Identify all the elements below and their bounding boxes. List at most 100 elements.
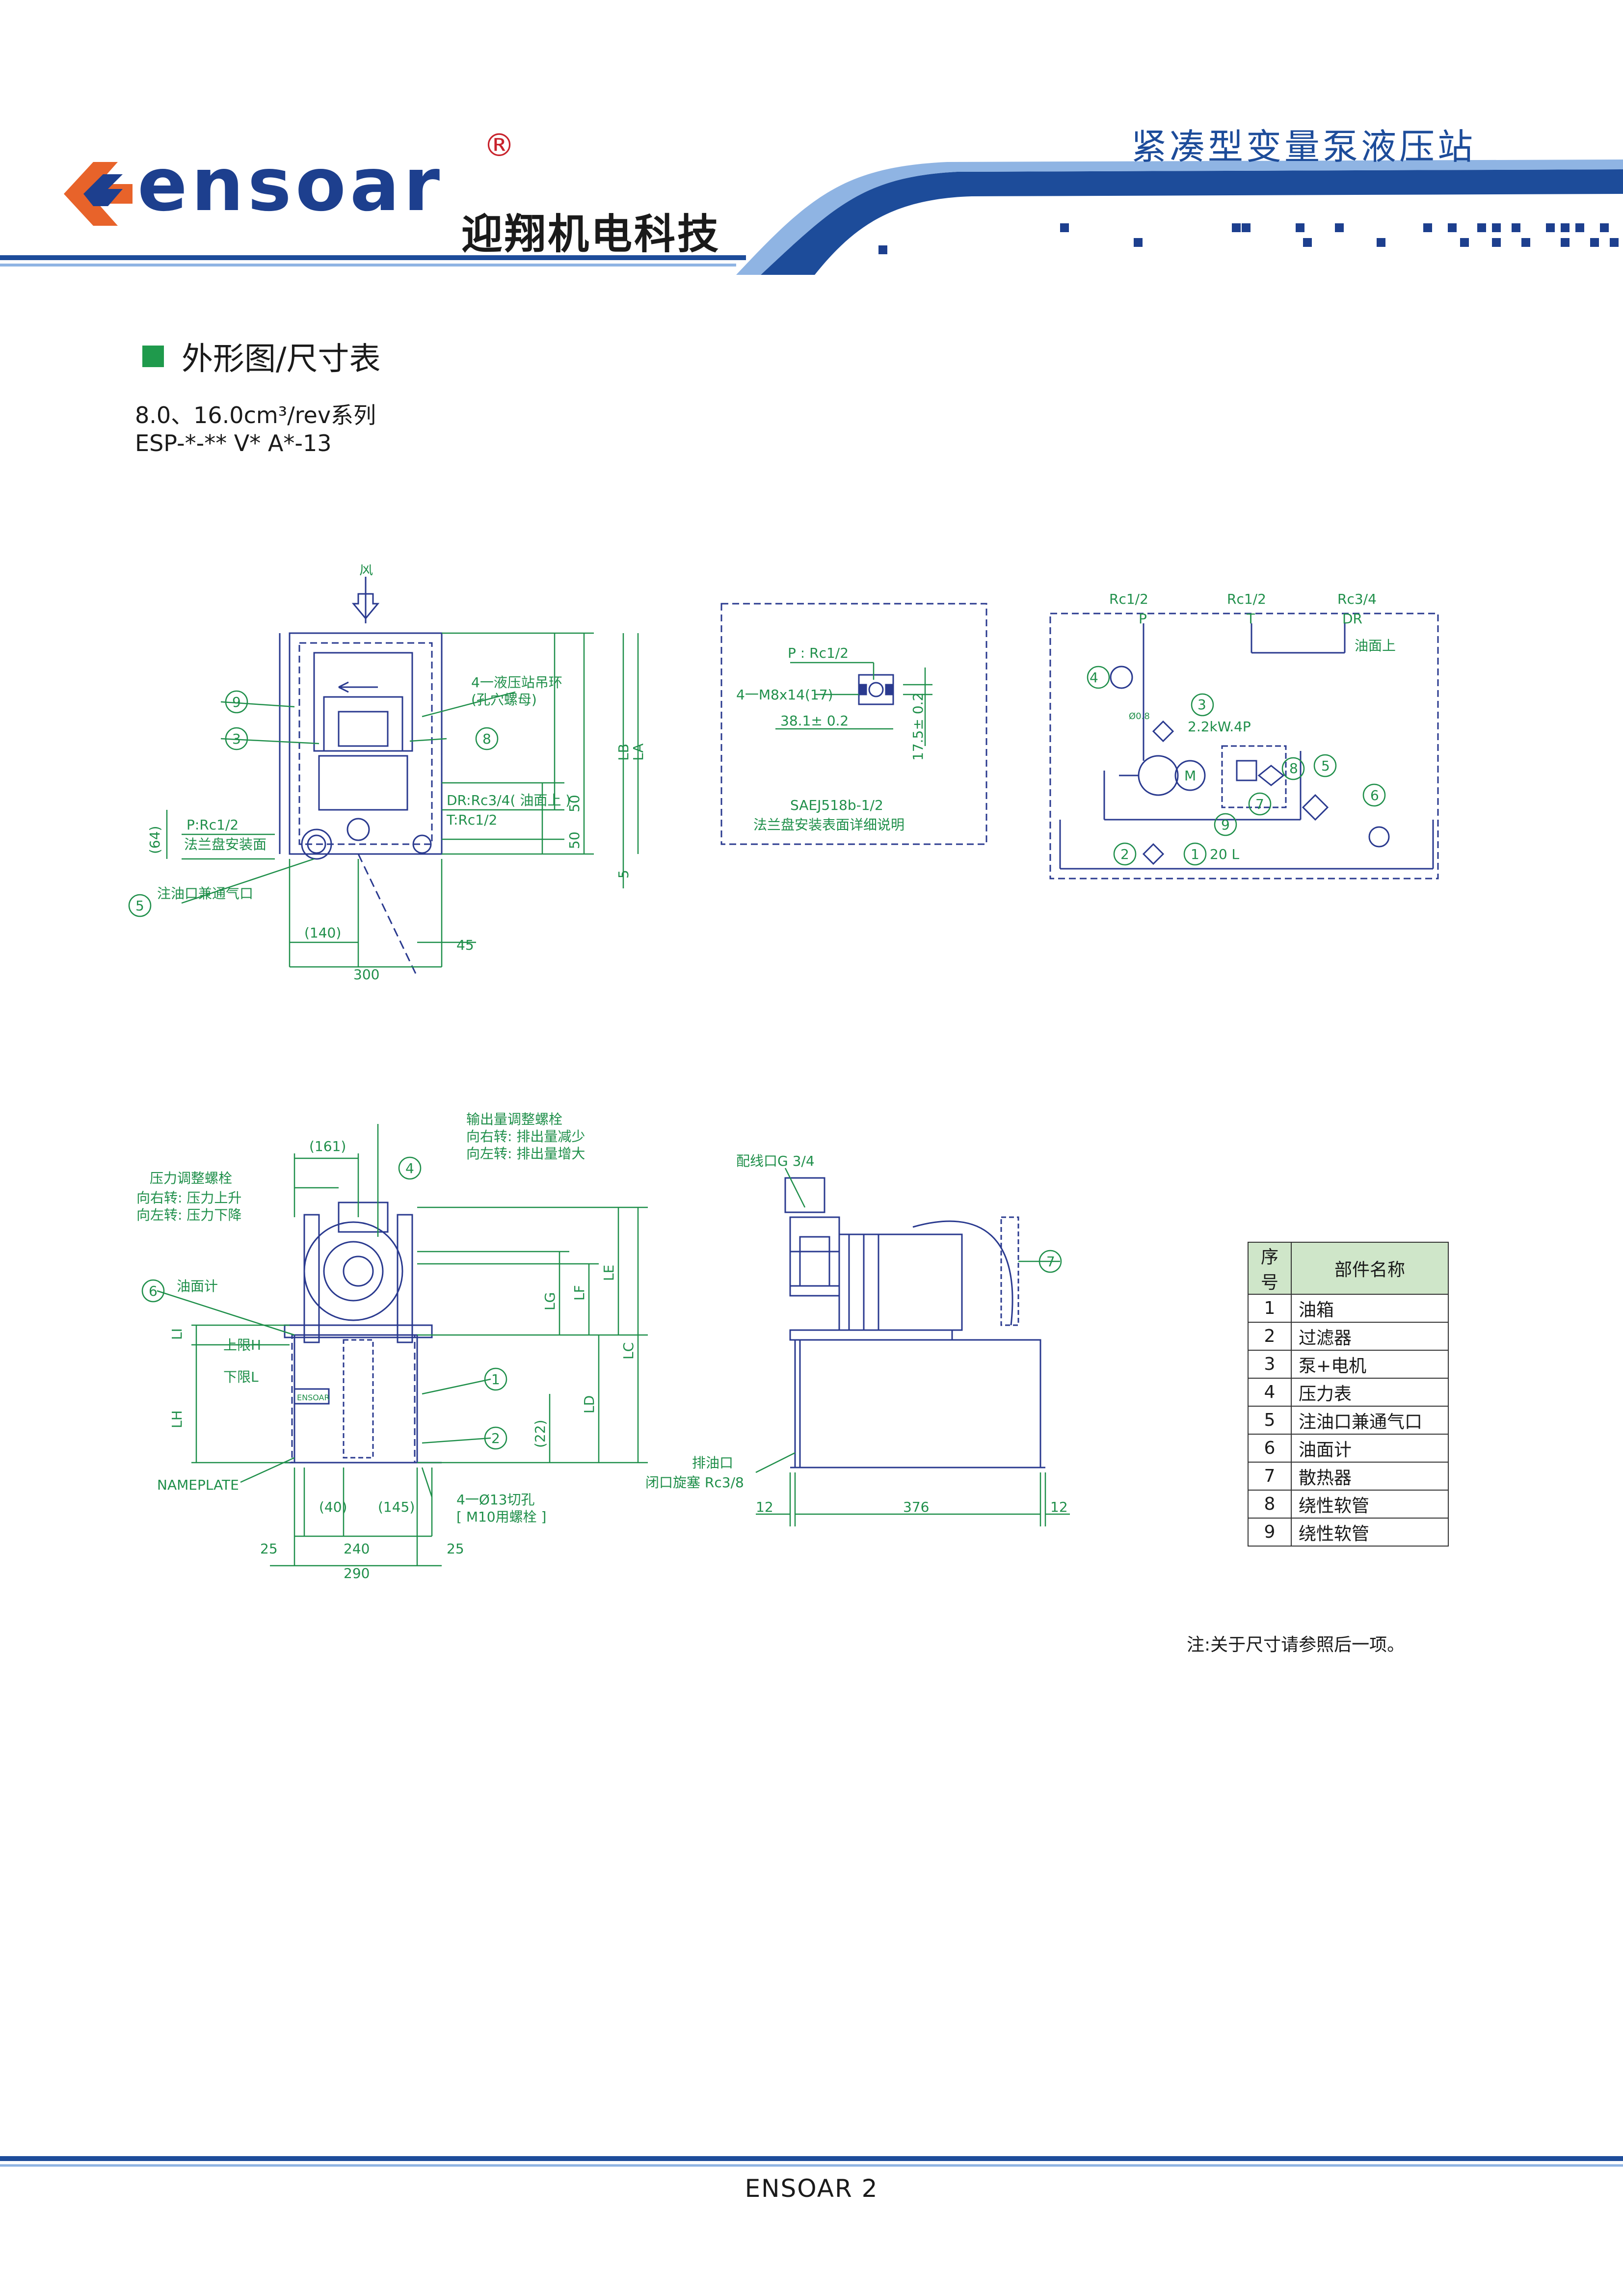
label-sae-spec: SAEJ518b-1/2: [790, 797, 883, 813]
dim-li: LI: [169, 1328, 185, 1340]
section-heading: 外形图/尺寸表: [142, 334, 381, 379]
part-no: 3: [1248, 1350, 1292, 1379]
dim-240: 240: [344, 1541, 370, 1557]
part-name: 油面计: [1291, 1434, 1449, 1463]
schem-rc12-a: Rc1/2: [1109, 591, 1148, 607]
dim-376: 376: [903, 1499, 929, 1515]
header: ensoar ® 迎翔机电科技 紧凑型变量泵液压站: [0, 0, 1623, 275]
part-no: 5: [1248, 1406, 1292, 1435]
schem-m: M: [1184, 768, 1196, 784]
dim-lh: LH: [169, 1410, 185, 1428]
part-name: 泵+电机: [1291, 1350, 1449, 1379]
label-flange-desc: 法兰盘安装表面详细说明: [753, 817, 905, 833]
parts-header-row: 序号 部件名称: [1248, 1242, 1449, 1295]
registered-mark: ®: [483, 128, 515, 164]
front-callout-4: 4: [405, 1160, 414, 1176]
schem-c3: 3: [1197, 696, 1206, 713]
front-callout-2: 2: [491, 1430, 500, 1446]
label-oil-gauge: 油面计: [177, 1278, 218, 1294]
part-name: 绕性软管: [1291, 1518, 1449, 1547]
dim-17-5: 17.5± 0.2: [910, 693, 926, 761]
model-line: ESP-*-** V* A*-13: [135, 430, 332, 456]
label-bolt-size: [ M10用螺栓 ]: [456, 1509, 546, 1525]
label-bolts: 4一M8x14(17): [736, 687, 833, 703]
dim-25a: 25: [260, 1541, 278, 1557]
label-p-port: P:Rc1/2: [186, 817, 239, 833]
label-output-ccw: 向左转: 排出量增大: [466, 1146, 585, 1162]
label-fill-port: 注油口兼通气口: [157, 885, 253, 902]
dim-lc: LC: [620, 1342, 637, 1360]
header-swoosh: [0, 160, 1623, 275]
part-name: 过滤器: [1291, 1322, 1449, 1351]
front-callout-6: 6: [149, 1283, 158, 1299]
callout-9: 9: [232, 694, 241, 710]
label-upper-limit: 上限H: [223, 1337, 261, 1353]
part-no: 7: [1248, 1462, 1292, 1491]
dim-50a: 50: [566, 795, 583, 812]
label-drain-plug: 闭口旋塞 Rc3/8: [645, 1474, 744, 1491]
schem-c1: 1: [1191, 846, 1199, 862]
callout-8: 8: [482, 731, 491, 747]
brand-chinese-name: 迎翔机电科技: [461, 210, 721, 258]
page-footer: ENSOAR 2: [745, 2174, 878, 2203]
logo-mark-icon: [64, 162, 133, 226]
label-p-rc: P : Rc1/2: [788, 645, 849, 661]
dim-25b: 25: [447, 1541, 464, 1557]
dim-40: (40): [319, 1499, 347, 1515]
schem-port-p: P: [1139, 611, 1147, 627]
label-flange-face: 法兰盘安装面: [184, 836, 266, 853]
dim-300: 300: [353, 966, 379, 983]
label-lower-limit: 下限L: [223, 1369, 259, 1385]
schem-orifice: Ø0.8: [1129, 711, 1150, 721]
schem-c4: 4: [1090, 669, 1098, 686]
side-callout-7: 7: [1046, 1254, 1055, 1270]
label-output-adjust: 输出量调整螺栓: [466, 1111, 562, 1127]
part-no: 2: [1248, 1322, 1292, 1351]
parts-header-no: 序号: [1248, 1242, 1292, 1295]
parts-header-name: 部件名称: [1291, 1242, 1449, 1295]
schem-motor: 2.2kW.4P: [1188, 719, 1251, 735]
dim-140: (140): [304, 925, 341, 941]
schem-c8: 8: [1289, 760, 1298, 776]
label-dr-port: DR:Rc3/4( 油面上 ): [447, 792, 571, 808]
hydraulic-schematic: Rc1/2 Rc1/2 Rc3/4 P T DR 油面上 4 3 2.2kW.4…: [1049, 591, 1439, 880]
label-holes: 4一Ø13切孔: [456, 1492, 534, 1508]
callout-5: 5: [135, 898, 144, 914]
dim-lg: LG: [542, 1292, 558, 1310]
dim-290: 290: [344, 1565, 370, 1581]
schem-c5: 5: [1321, 758, 1330, 774]
schem-rc34: Rc3/4: [1337, 591, 1377, 607]
drawing-flange-detail: P : Rc1/2 4一M8x14(17) 38.1± 0.2 17.5± 0.…: [720, 603, 987, 845]
label-pressure-adjust: 压力调整螺栓: [150, 1170, 232, 1186]
part-no: 9: [1248, 1518, 1292, 1547]
part-name: 油箱: [1291, 1294, 1449, 1323]
dim-le: LE: [601, 1265, 617, 1281]
label-output-cw: 向右转: 排出量减少: [466, 1128, 585, 1145]
footer-rule: [0, 2156, 1623, 2167]
dim-45: 45: [456, 937, 474, 953]
label-nameplate: NAMEPLATE: [157, 1477, 239, 1493]
schem-tank: 20 L: [1210, 846, 1240, 862]
dim-161: (161): [309, 1138, 346, 1154]
part-no: 4: [1248, 1378, 1292, 1407]
schem-c9: 9: [1221, 817, 1230, 833]
schem-c7: 7: [1255, 796, 1264, 812]
schem-port-dr: DR: [1342, 611, 1362, 627]
part-name: 压力表: [1291, 1378, 1449, 1407]
dim-12a: 12: [756, 1499, 773, 1515]
schem-c6: 6: [1370, 787, 1379, 803]
dim-145: (145): [378, 1499, 415, 1515]
series-line: 8.0、16.0cm³/rev系列: [135, 402, 376, 428]
nameplate-text: ENSOAR: [297, 1393, 330, 1402]
dim-ld: LD: [581, 1395, 597, 1414]
document-title: 紧凑型变量泵液压站: [1131, 126, 1476, 167]
brand-name: ensoar: [137, 142, 444, 228]
drawing-front-view: (161) 4 输出量调整螺栓 向右转: 排出量减少 向左转: 排出量增大 压力…: [136, 1111, 648, 1581]
dim-64: (64): [147, 826, 163, 854]
